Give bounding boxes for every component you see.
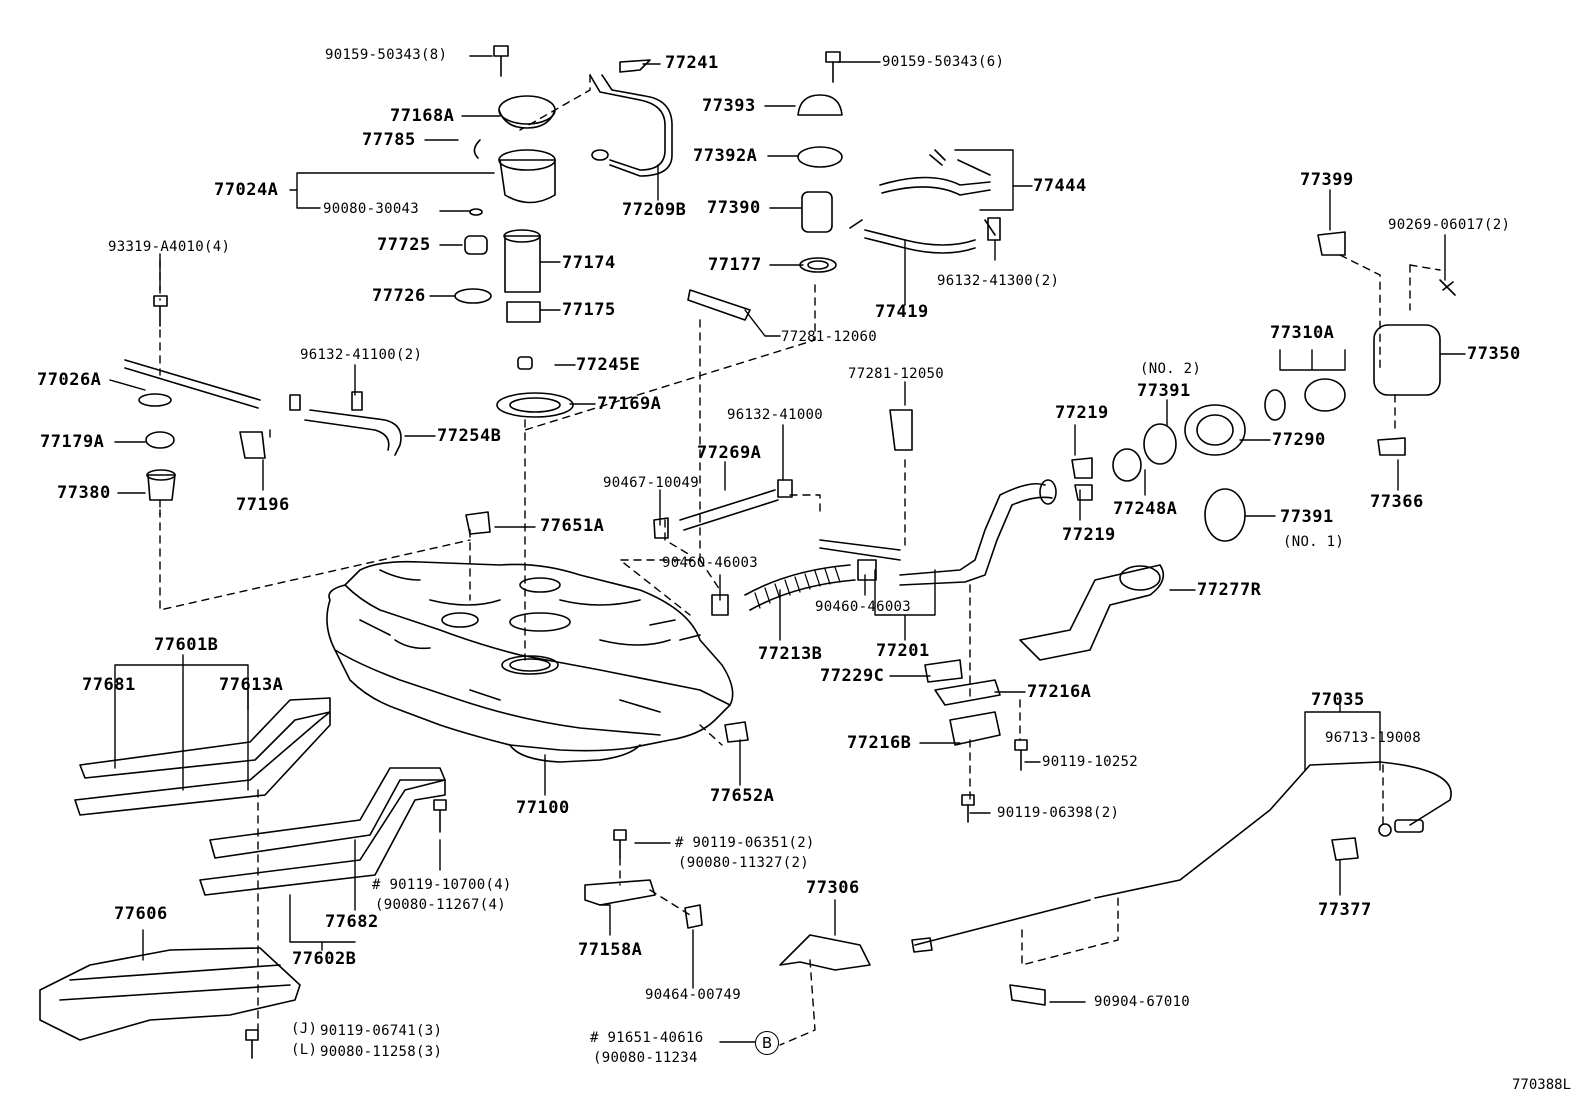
part-label-77391-no1: 77391 — [1280, 507, 1334, 527]
part-label-77281-12060: 77281-12060 — [781, 329, 878, 345]
part-label-77682: 77682 — [325, 912, 379, 932]
part-label-77219-upper: 77219 — [1055, 403, 1109, 423]
part-label-77310A: 77310A — [1270, 323, 1335, 343]
part-label-77281-12050: 77281-12050 — [848, 366, 945, 382]
part-label-90904-67010: 90904-67010 — [1094, 994, 1191, 1010]
part-label-77444: 77444 — [1033, 176, 1087, 196]
part-label-77216A: 77216A — [1027, 682, 1092, 702]
part-sketches — [39, 45, 1456, 1059]
part-label-77175: 77175 — [562, 300, 616, 320]
part-label-77601B: 77601B — [154, 635, 219, 655]
part-label-77606: 77606 — [114, 904, 168, 924]
part-label-77209B: 77209B — [622, 200, 687, 220]
part-label-90460-46003-right: 90460-46003 — [815, 599, 912, 615]
part-label-77651A: 77651A — [540, 516, 605, 536]
part-label-77726: 77726 — [372, 286, 426, 306]
part-label-90080-30043: 90080-30043 — [323, 201, 420, 217]
part-label-77350: 77350 — [1467, 344, 1521, 364]
part-label-77277R: 77277R — [1197, 580, 1262, 600]
part-label-90080-11267: (90080-11267(4) — [375, 897, 506, 913]
part-label-90467-10049: 90467-10049 — [603, 475, 700, 491]
part-label-77213B: 77213B — [758, 644, 823, 664]
no2-note: (NO. 2) — [1140, 361, 1202, 377]
part-label-77681: 77681 — [82, 675, 136, 695]
part-label-77602B: 77602B — [292, 949, 357, 969]
part-label-77725: 77725 — [377, 235, 431, 255]
part-label-77024A: 77024A — [214, 180, 279, 200]
part-label-77196: 77196 — [236, 495, 290, 515]
part-label-77179A: 77179A — [40, 432, 105, 452]
part-label-77366: 77366 — [1370, 492, 1424, 512]
part-label-77419: 77419 — [875, 302, 929, 322]
part-label-77158A: 77158A — [578, 940, 643, 960]
part-label-77035: 77035 — [1311, 690, 1365, 710]
part-label-77174: 77174 — [562, 253, 616, 273]
part-label-96132-41000: 96132-41000 — [727, 407, 824, 423]
part-label-77380: 77380 — [57, 483, 111, 503]
variant-l: (L) — [291, 1042, 318, 1058]
part-label-96132-41300: 96132-41300(2) — [937, 273, 1060, 289]
diagram-id: 770388L — [1512, 1077, 1572, 1093]
variant-j: (J) — [291, 1021, 318, 1037]
part-label-77652A: 77652A — [710, 786, 775, 806]
part-label-77026A: 77026A — [37, 370, 102, 390]
part-label-77306: 77306 — [806, 878, 860, 898]
part-label-77245E: 77245E — [576, 355, 641, 375]
part-label-90119-10700: # 90119-10700(4) — [372, 877, 512, 893]
part-label-77290: 77290 — [1272, 430, 1326, 450]
part-label-77377: 77377 — [1318, 900, 1372, 920]
part-label-96132-41100: 96132-41100(2) — [300, 347, 423, 363]
part-label-77254B: 77254B — [437, 426, 502, 446]
part-label-77391-no2: 77391 — [1137, 381, 1191, 401]
part-label-77177: 77177 — [708, 255, 762, 275]
part-label-90119-10252: 90119-10252 — [1042, 754, 1139, 770]
part-label-90119-06398: 90119-06398(2) — [997, 805, 1120, 821]
no1-note: (NO. 1) — [1283, 534, 1345, 550]
part-label-77613A: 77613A — [219, 675, 284, 695]
part-label-77169A: 77169A — [597, 394, 662, 414]
part-label-77392A: 77392A — [693, 146, 758, 166]
part-label-90080-11258: 90080-11258(3) — [320, 1044, 443, 1060]
reference-circle-b: B — [755, 1031, 779, 1055]
part-label-77229C: 77229C — [820, 666, 885, 686]
part-label-90119-06741: 90119-06741(3) — [320, 1023, 443, 1039]
part-label-90080-11327: (90080-11327(2) — [678, 855, 809, 871]
part-label-77216B: 77216B — [847, 733, 912, 753]
part-label-77241: 77241 — [665, 53, 719, 73]
part-label-90269-06017: 90269-06017(2) — [1388, 217, 1511, 233]
part-label-93319-A4010: 93319-A4010(4) — [108, 239, 231, 255]
part-label-91651-40616: # 91651-40616 — [590, 1030, 704, 1046]
part-label-90119-06351: # 90119-06351(2) — [675, 835, 815, 851]
part-label-77201: 77201 — [876, 641, 930, 661]
part-label-90159-50343-8: 90159-50343(8) — [325, 47, 448, 63]
part-label-77390: 77390 — [707, 198, 761, 218]
part-label-90460-46003-left: 90460-46003 — [662, 555, 759, 571]
part-label-77785: 77785 — [362, 130, 416, 150]
part-label-77100: 77100 — [516, 798, 570, 818]
part-label-77248A: 77248A — [1113, 499, 1178, 519]
part-label-90080-11234: (90080-11234 — [593, 1050, 698, 1066]
part-label-77393: 77393 — [702, 96, 756, 116]
part-label-90464-00749: 90464-00749 — [645, 987, 742, 1003]
part-label-77168A: 77168A — [390, 106, 455, 126]
part-label-77219-lower: 77219 — [1062, 525, 1116, 545]
part-label-96713-19008: 96713-19008 — [1325, 730, 1422, 746]
part-label-77399: 77399 — [1300, 170, 1354, 190]
part-label-90159-50343-6: 90159-50343(6) — [882, 54, 1005, 70]
fuel-tank-shape — [326, 560, 734, 763]
part-label-77269A: 77269A — [697, 443, 762, 463]
